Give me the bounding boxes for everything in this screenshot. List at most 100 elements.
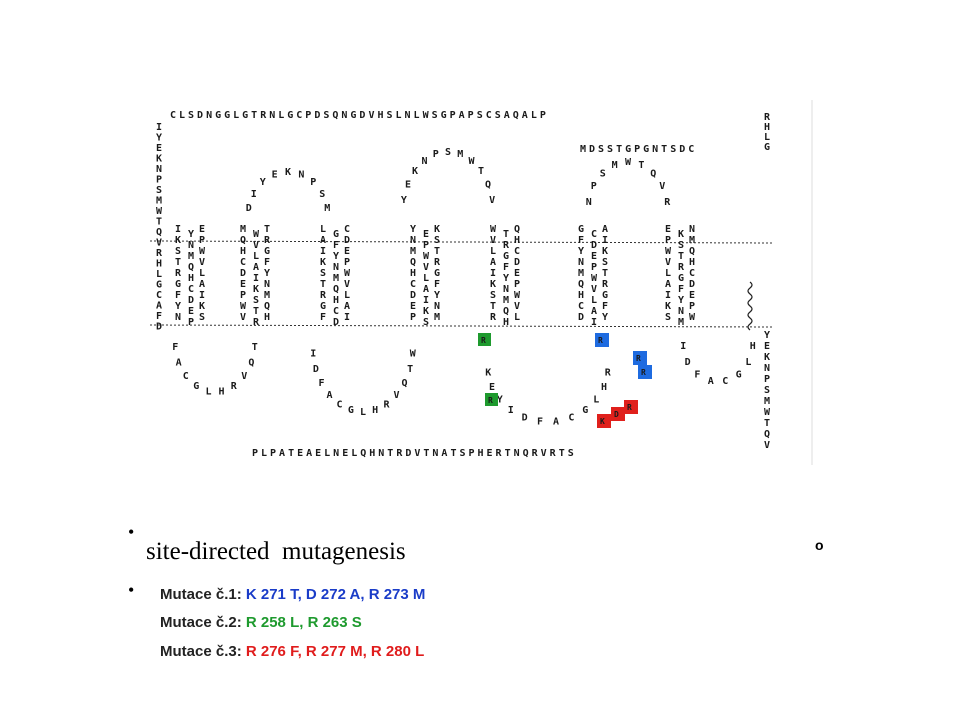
residue-letter: C	[240, 257, 246, 268]
residue-letter: W	[514, 290, 521, 301]
residue-letter: V	[489, 195, 495, 206]
mutation-row-1: Mutace č.1: K 271 T, D 272 A, R 273 M	[160, 586, 425, 603]
residue-letter: R	[320, 290, 327, 301]
residue-letter: N	[434, 301, 440, 312]
caption-title: site-directed mutagenesis	[146, 538, 406, 565]
residue-letter: C	[183, 371, 189, 382]
blue-marked-residues: R R R	[595, 333, 652, 379]
residue-letter: M	[689, 235, 695, 246]
residue-letter: Y	[333, 251, 339, 262]
residue-letter: L	[514, 312, 520, 323]
residue-letter: T	[602, 268, 608, 279]
residue-letter: E	[514, 268, 520, 279]
residue-letter: F	[602, 301, 608, 312]
residue-letter: S	[665, 312, 671, 323]
residue-letter: E	[764, 341, 770, 352]
residue-letter: E	[188, 306, 194, 317]
residue-letter: C	[333, 306, 339, 317]
residue-letter: F	[333, 240, 339, 251]
residue-letter: K	[665, 301, 671, 312]
residue-letter: P	[188, 317, 194, 328]
residue-letter: G	[578, 224, 584, 235]
residue-letter: Y	[175, 301, 181, 312]
residue-letter: H	[372, 405, 378, 416]
residue-letter: Q	[333, 284, 339, 295]
residue-letter: H	[410, 268, 416, 279]
residue-letter: F	[172, 342, 178, 353]
blue-box-3-label: R	[641, 368, 646, 377]
residue-letter: P	[156, 175, 162, 186]
residue-letter: R	[503, 240, 510, 251]
residue-letter: K	[253, 284, 259, 295]
residue-letter: G	[348, 405, 354, 416]
green-box-1-label: R	[481, 336, 486, 345]
lipid-anchor-squiggle	[747, 281, 753, 331]
residue-letter: M	[240, 224, 246, 235]
residue-letter: V	[659, 181, 665, 192]
red-box-1	[597, 414, 611, 428]
residue-letter: C	[410, 279, 416, 290]
residue-letter: A	[553, 417, 559, 428]
residue-letter: V	[591, 284, 597, 295]
residue-letter: T	[678, 251, 684, 262]
residue-letter: T	[407, 364, 413, 375]
residue-letter: D	[333, 317, 339, 328]
residue-letter: R	[264, 235, 271, 246]
residue-letter: E	[156, 143, 162, 154]
residue-letter: K	[678, 229, 684, 240]
residue-letter: L	[344, 290, 350, 301]
residue-letter: W	[240, 301, 247, 312]
residue-letter: K	[764, 352, 770, 363]
residue-letter: H	[764, 122, 770, 133]
residue-letter: G	[764, 142, 770, 153]
residue-letter: R	[490, 312, 497, 323]
residue-letter: N	[188, 240, 194, 251]
residue-letter: E	[665, 224, 671, 235]
residue-letter: I	[199, 290, 205, 301]
blue-box-1-label: R	[598, 336, 603, 345]
residue-letter: S	[320, 268, 326, 279]
residue-letter: S	[175, 246, 181, 257]
residue-letter: G	[602, 290, 608, 301]
residue-letter: A	[344, 301, 350, 312]
residue-letter: S	[600, 168, 606, 179]
residue-letter: Q	[764, 429, 770, 440]
residue-letter: M	[764, 396, 770, 407]
residue-letter: P	[410, 312, 416, 323]
residue-letter: R	[678, 262, 685, 273]
residue-letter: S	[253, 295, 259, 306]
red-marked-residues: K D R	[597, 400, 638, 428]
residue-letter: Q	[402, 378, 408, 389]
residue-letter: M	[156, 196, 162, 207]
residue-letter: N	[586, 197, 592, 208]
residue-letter: S	[434, 235, 440, 246]
residue-letter: I	[253, 273, 259, 284]
residue-letter: D	[156, 322, 162, 333]
residue-letter: K	[320, 257, 326, 268]
residue-letter: P	[591, 262, 597, 273]
mutation-1-value: K 271 T, D 272 A, R 273 M	[245, 586, 426, 603]
residue-letter: A	[176, 358, 182, 369]
residue-letter: N	[764, 363, 770, 374]
green-box-2-label: R	[488, 396, 493, 405]
residue-letter: P	[764, 374, 770, 385]
red-box-1-label: K	[600, 417, 605, 426]
residue-letter: W	[199, 246, 206, 257]
residue-letter: L	[156, 269, 162, 280]
residue-letter: Q	[410, 257, 416, 268]
residue-letter: Y	[764, 330, 770, 341]
residue-letter: D	[514, 257, 520, 268]
residue-letter: C	[591, 229, 597, 240]
residue-letter: L	[320, 224, 326, 235]
residue-letter: D	[591, 240, 597, 251]
residue-letter: C	[568, 413, 574, 424]
residue-letter: V	[490, 235, 496, 246]
residue-letter: Q	[650, 168, 656, 179]
residue-letter: H	[578, 290, 584, 301]
residue-letter: E	[240, 279, 246, 290]
residue-letter: W	[490, 224, 497, 235]
residue-letter: F	[537, 417, 543, 428]
residue-letter: G	[503, 251, 509, 262]
